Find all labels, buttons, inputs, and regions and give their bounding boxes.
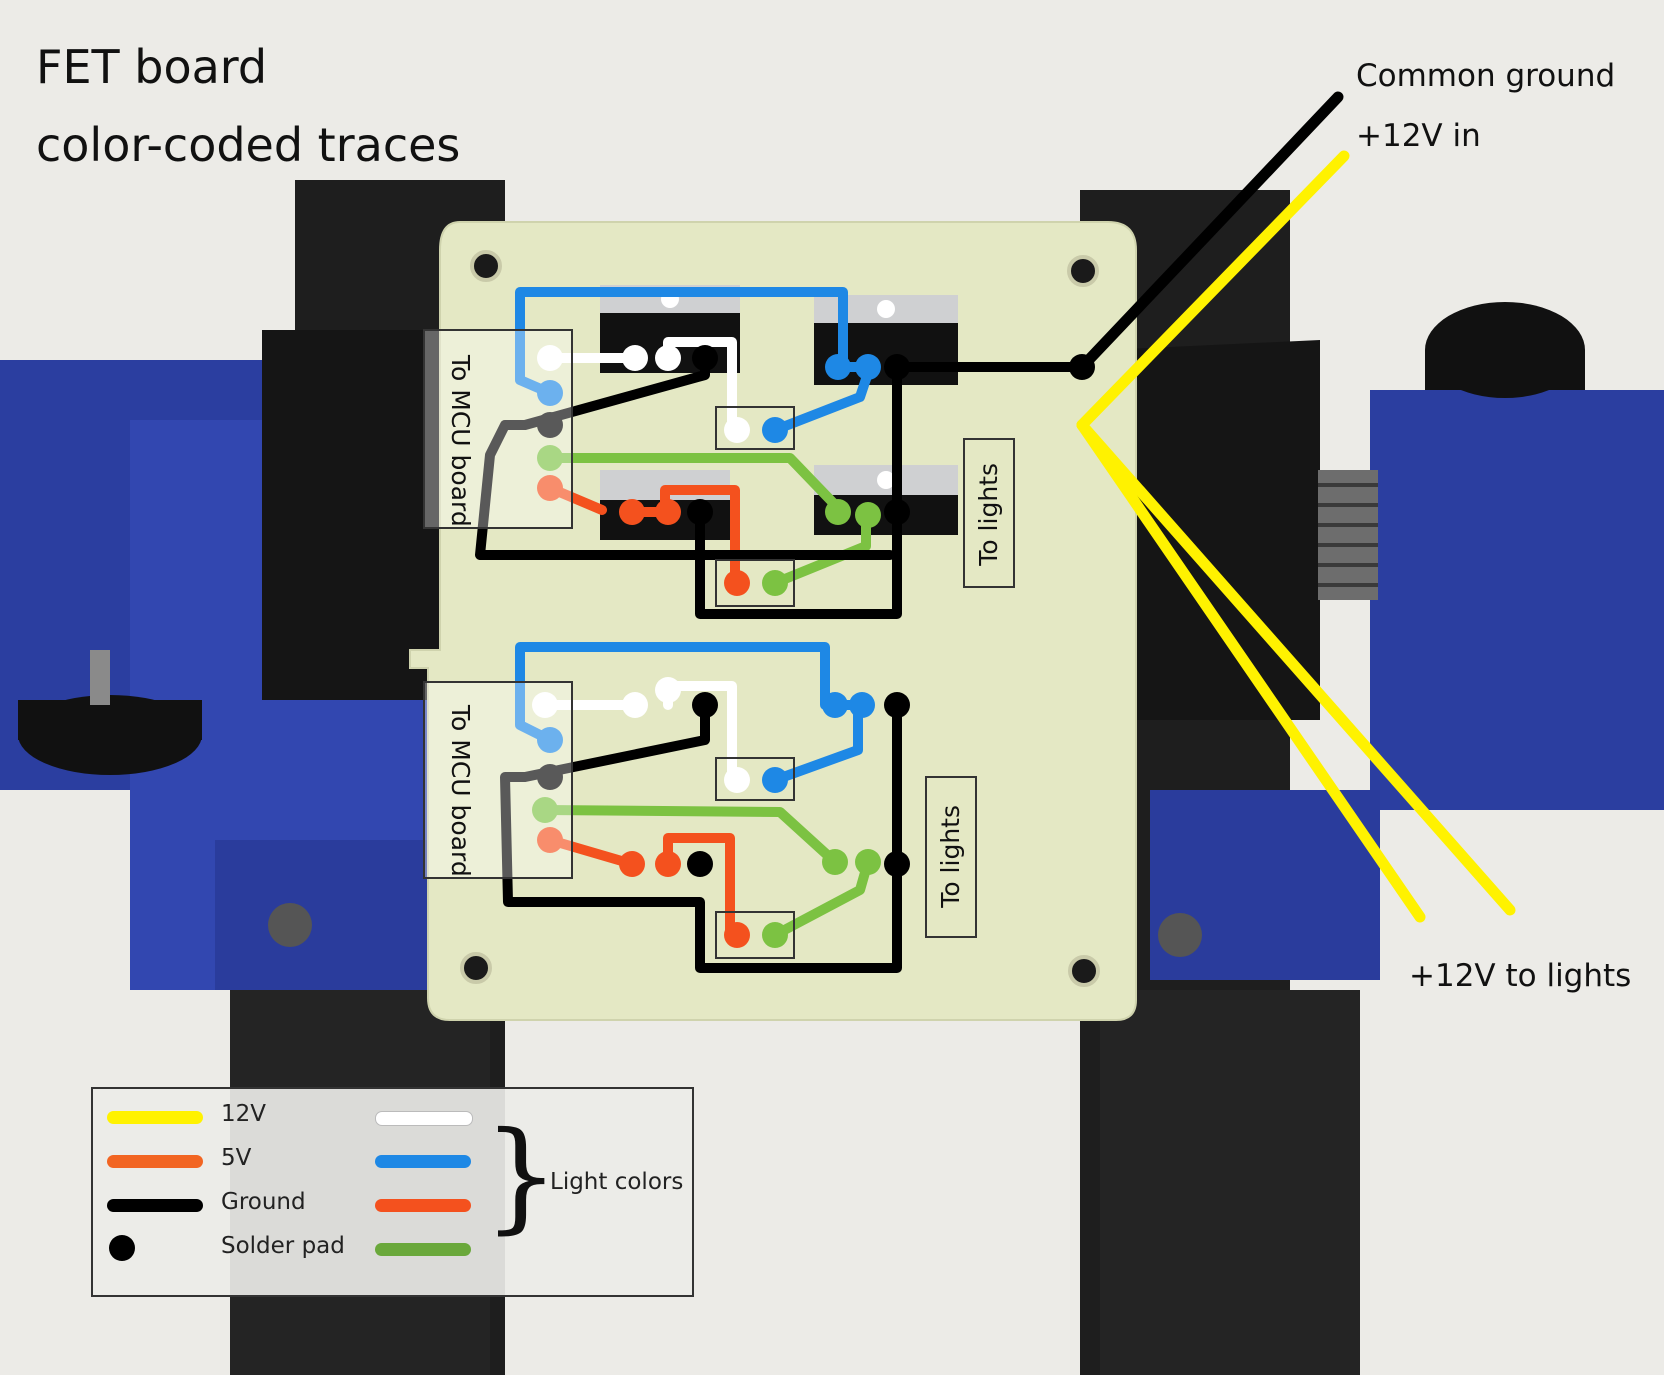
external-wires [1076,91,1516,923]
legend-label-solder-pad: Solder pad [221,1233,345,1259]
mounting-holes [460,250,1100,987]
legend-brace: } [483,1107,560,1246]
title-line-1: FET board [36,40,268,94]
legend: 12V 5V Ground Solder pad } Light colors [91,1087,694,1297]
to-mcu-board-label-top: To MCU board [446,355,475,527]
legend-solder-pad-dot [109,1235,135,1261]
legend-label-ground: Ground [221,1189,306,1215]
legend-swatch-ground [107,1199,203,1212]
v12-in-wire [1076,150,1350,431]
legend-swatch-green [375,1243,471,1256]
legend-swatch-5v [107,1155,203,1168]
legend-swatch-12v [107,1111,203,1124]
common-ground-label: Common ground [1356,58,1616,94]
v12-out-wire-2 [1076,419,1516,916]
solder-pads [532,345,1095,948]
title-line-2: color-coded traces [36,118,461,172]
to-mcu-board-label-bottom: To MCU board [446,705,475,877]
legend-swatch-blue [375,1155,471,1168]
legend-swatch-white [375,1111,473,1126]
to-lights-label-bottom: To lights [936,805,965,908]
label-boxes [423,329,1015,959]
to-lights-label-top: To lights [974,463,1003,566]
legend-label-12v: 12V [221,1101,267,1127]
legend-label-5v: 5V [221,1145,252,1171]
clamp-stand [0,180,1664,1375]
v12-out-wire-1 [1076,419,1426,923]
legend-light-colors-label: Light colors [550,1169,684,1195]
ground-wire [1076,91,1344,373]
v12-to-lights-label: +12V to lights [1409,958,1632,994]
v12-in-label: +12V in [1356,118,1481,154]
legend-swatch-red [375,1199,471,1212]
pcb-board [409,221,1137,1021]
